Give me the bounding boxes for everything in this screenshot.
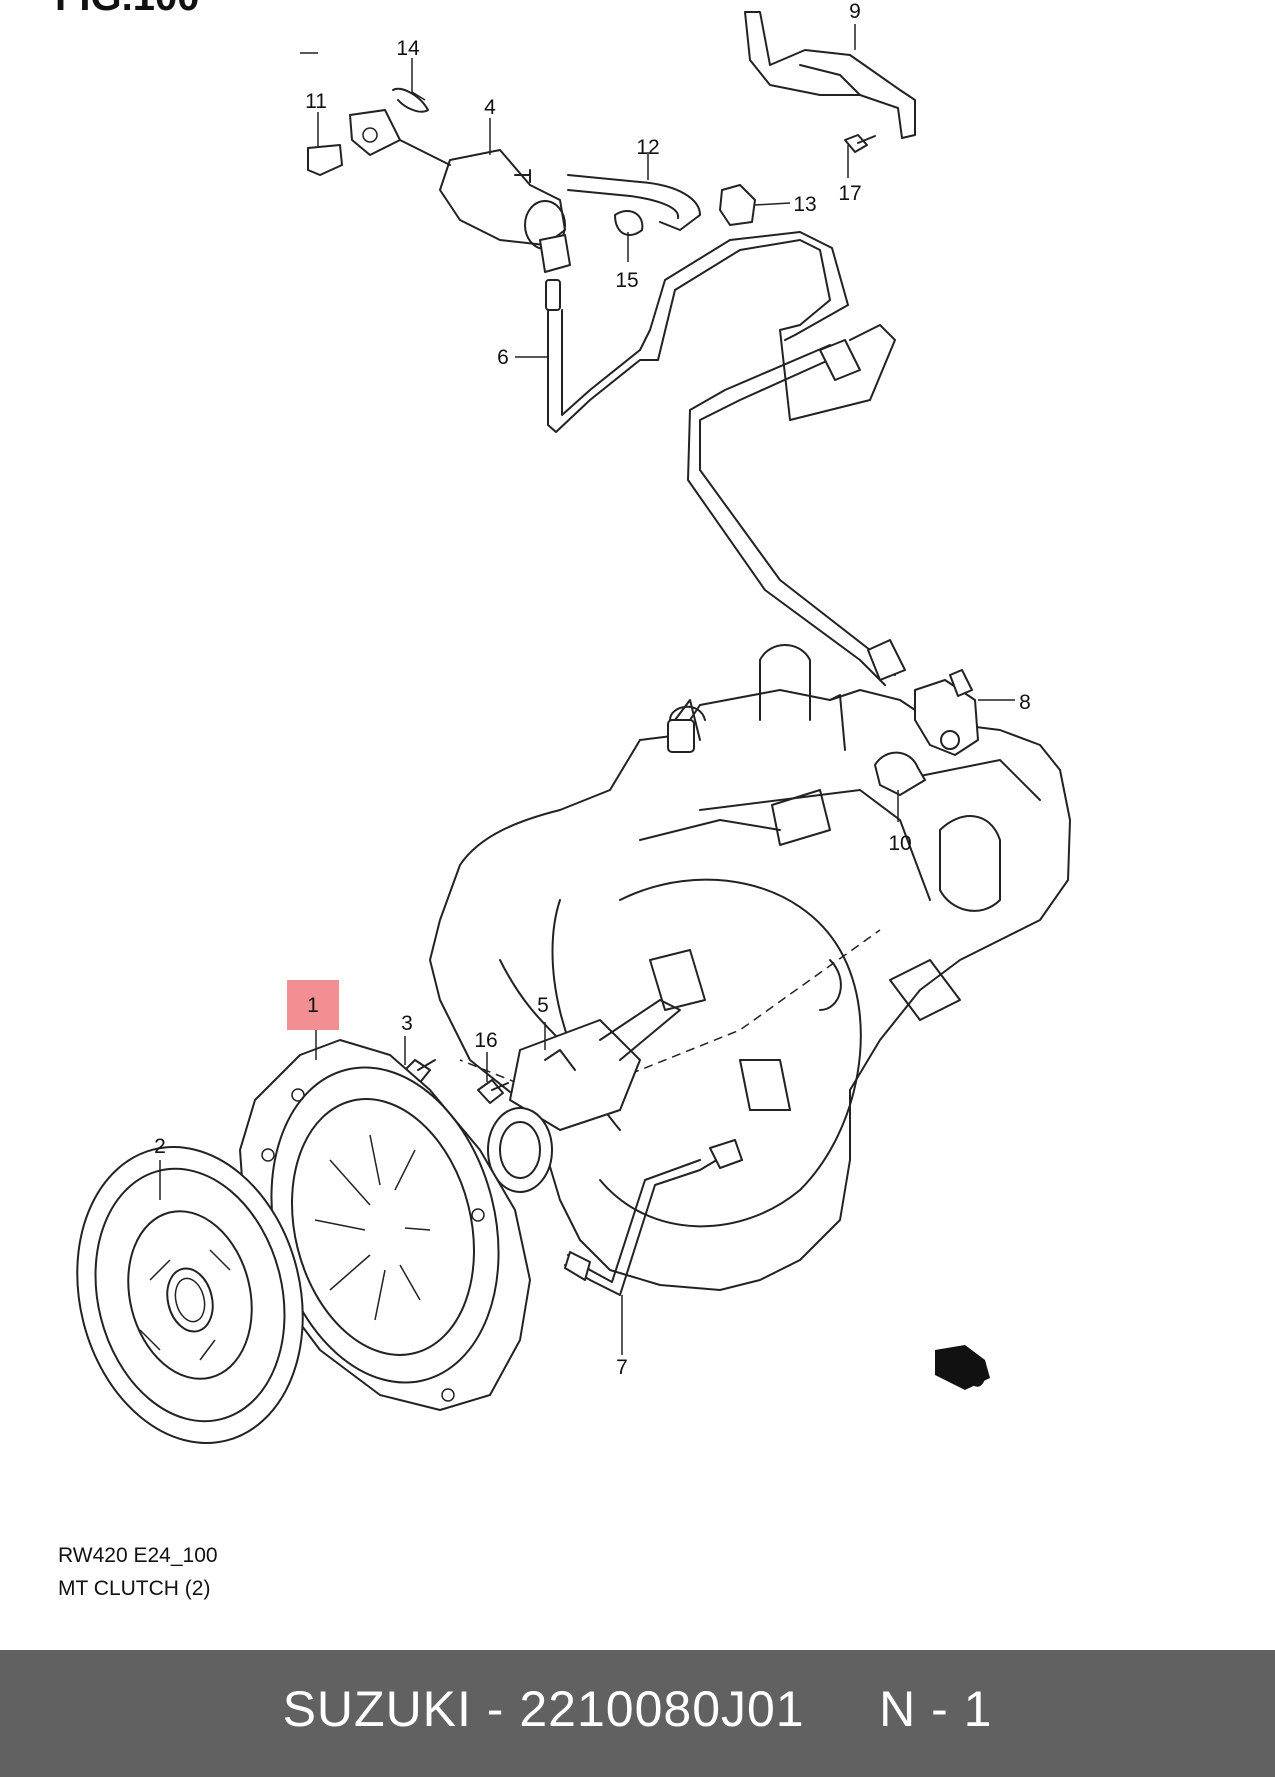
callout-3: 3 — [401, 1012, 413, 1035]
clutch-parts-diagram: FIG.100 — [55, 0, 1071, 1444]
callout-9: 9 — [849, 0, 861, 23]
callout-13: 13 — [793, 193, 816, 216]
clip-14 — [392, 87, 429, 113]
callout-labels: 9 14 11 4 12 17 13 15 6 8 10 5 3 16 1 2 … — [154, 0, 1031, 1379]
pipe-7 — [564, 1139, 743, 1296]
callout-1-highlight — [287, 980, 339, 1030]
fwd-arrow-icon: FWD — [935, 1345, 990, 1394]
callout-11: 11 — [305, 90, 327, 113]
master-cylinder — [349, 109, 571, 273]
bolt-16 — [477, 1079, 509, 1104]
callout-4: 4 — [484, 96, 496, 119]
footer-part-number: SUZUKI - 2210080J01 N - 1 — [282, 1681, 993, 1737]
clip-15 — [614, 210, 644, 236]
diagram-code: RW420 E24_100 — [58, 1544, 218, 1567]
figure-label: FIG.100 — [55, 0, 200, 19]
flex-hose — [687, 339, 906, 686]
callout-leaders — [159, 24, 1015, 1355]
callout-8: 8 — [1019, 691, 1031, 714]
callout-10: 10 — [888, 832, 911, 855]
callout-16: 16 — [474, 1029, 497, 1052]
callout-6: 6 — [497, 346, 509, 369]
callout-5: 5 — [537, 994, 549, 1017]
callout-2: 2 — [154, 1135, 166, 1158]
callout-7: 7 — [616, 1356, 628, 1379]
release-bearing — [487, 999, 681, 1193]
clutch-disc — [76, 1146, 304, 1444]
callout-1: 1 — [307, 994, 319, 1017]
callout-17: 17 — [838, 182, 861, 205]
clamp-13 — [719, 184, 756, 226]
footer-bar: SUZUKI - 2210080J01 N - 1 — [0, 1650, 1275, 1777]
bracket-11 — [307, 144, 343, 176]
bleeder-fitting-8 — [914, 669, 979, 756]
hose-12 — [567, 174, 701, 231]
callout-15: 15 — [615, 269, 638, 292]
diagram-title: MT CLUTCH (2) — [58, 1577, 211, 1600]
callout-14: 14 — [396, 37, 420, 60]
clutch-pipe — [545, 231, 896, 433]
clip-10 — [874, 751, 926, 796]
callout-12: 12 — [636, 136, 659, 159]
transmission-housing — [429, 644, 1071, 1291]
bolt-17 — [844, 134, 876, 153]
bracket-9 — [744, 11, 916, 139]
